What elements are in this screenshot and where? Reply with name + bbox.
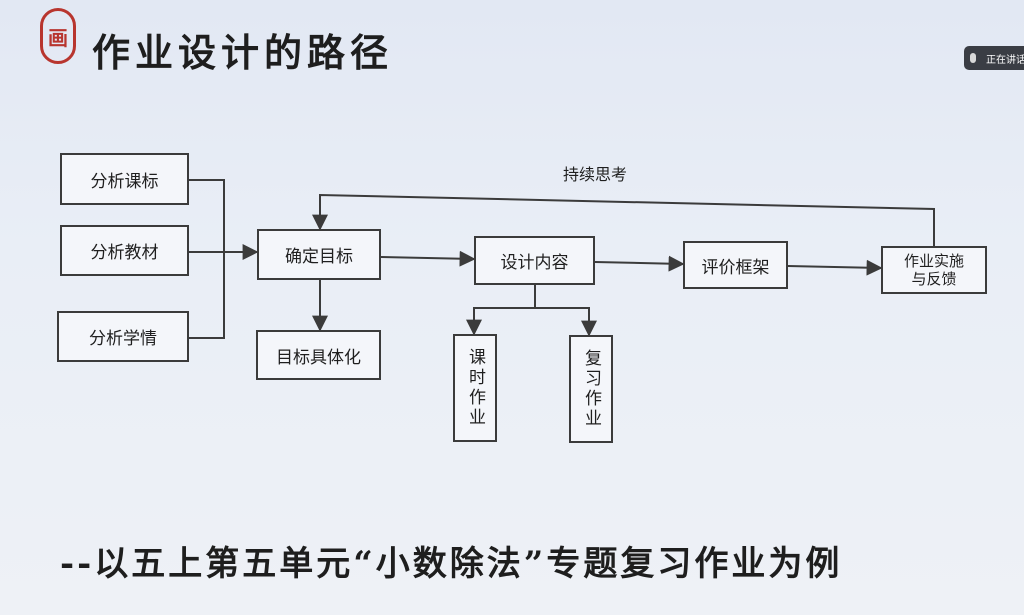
connector-students — [189, 252, 225, 339]
connector-design-to-evaluation — [594, 255, 685, 272]
node-analyze-textbook: 分析教材 — [60, 225, 189, 276]
node-lesson-homework: 课时作业 — [453, 334, 497, 442]
node-analyze-standards: 分析课标 — [60, 153, 189, 205]
connector-loop — [312, 193, 935, 246]
microphone-icon — [970, 53, 976, 63]
node-analyze-students: 分析学情 — [57, 311, 189, 362]
speaking-label: 正在讲话 — [986, 54, 1024, 66]
node-implement-feedback: 作业实施 与反馈 — [881, 246, 987, 294]
loop-label: 持续思考 — [563, 165, 628, 184]
node-review-homework: 复习作业 — [569, 335, 613, 443]
connector-goals-to-design — [380, 250, 476, 267]
subtitle: --以五上第五单元“小数除法”专题复习作业为例 — [60, 544, 843, 584]
connector-standards — [189, 179, 225, 252]
connector-evaluation-to-implement — [787, 259, 883, 276]
node-concretize-goals: 目标具体化 — [256, 330, 381, 380]
node-set-goals: 确定目标 — [257, 229, 381, 280]
connector-design-review — [535, 307, 597, 337]
logo-seal: 画 — [40, 8, 76, 64]
page-title: 作业设计的路径 — [92, 30, 394, 75]
node-evaluation-framework: 评价框架 — [683, 241, 788, 289]
speaking-indicator: 正在讲话 — [964, 46, 1024, 70]
node-design-content: 设计内容 — [474, 236, 595, 285]
connector-design-split — [466, 285, 536, 336]
